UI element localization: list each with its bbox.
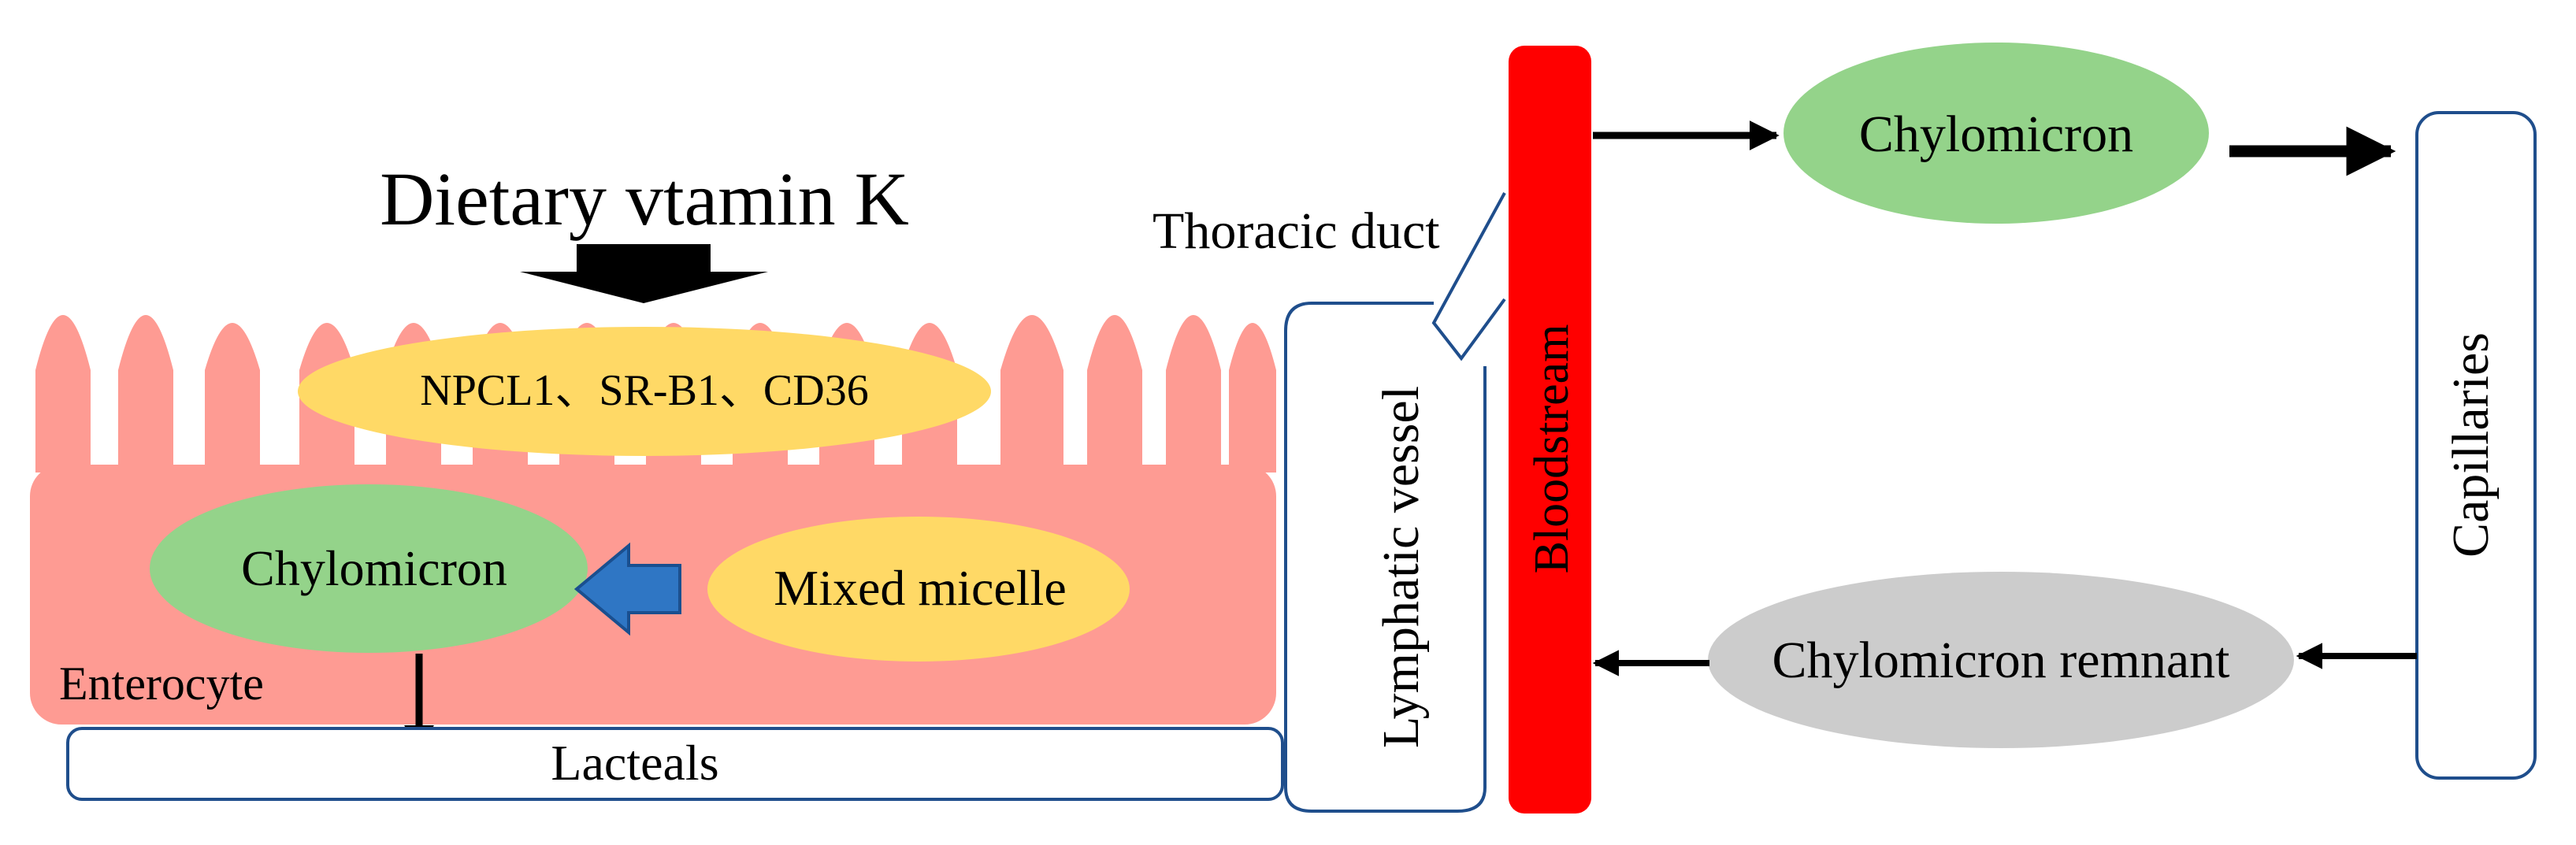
- chylomicron-cell-label: Chylomicron: [241, 540, 507, 596]
- dietary-down-arrow: [520, 244, 768, 303]
- mixed-micelle-ellipse: [707, 517, 1130, 662]
- blue-left-arrow: [573, 542, 681, 636]
- capillaries-label: Capillaries: [2442, 332, 2500, 558]
- chylomicron-blood-ellipse: [1784, 43, 2209, 224]
- remnant-label: Chylomicron remnant: [1772, 632, 2229, 689]
- chylomicron-cell-ellipse: [150, 484, 588, 653]
- lacteals-label: Lacteals: [551, 735, 718, 791]
- enterocyte-label: Enterocyte: [59, 658, 264, 710]
- lymphatic-vessel: [1284, 302, 1487, 813]
- capillaries-box: [2415, 111, 2537, 780]
- thoracic-duct-label: Thoracic duct: [1153, 202, 1440, 260]
- thoracic-duct: [1431, 192, 1506, 361]
- transporters-label: NPCL1、SR-B1、CD36: [420, 366, 868, 415]
- chylomicron-blood-label: Chylomicron: [1859, 106, 2133, 163]
- bloodstream-bar: [1509, 46, 1591, 813]
- lacteals-box: [66, 727, 1284, 801]
- mixed-micelle-label: Mixed micelle: [774, 560, 1066, 616]
- transporters-ellipse: [298, 327, 991, 456]
- lymphatic-vessel-label: Lymphatic vessel: [1372, 386, 1430, 748]
- bloodstream-label: Bloodstream: [1525, 324, 1579, 574]
- remnant-ellipse: [1708, 572, 2294, 748]
- dietary-vitamin-k-label: Dietary vtamin K: [380, 157, 909, 241]
